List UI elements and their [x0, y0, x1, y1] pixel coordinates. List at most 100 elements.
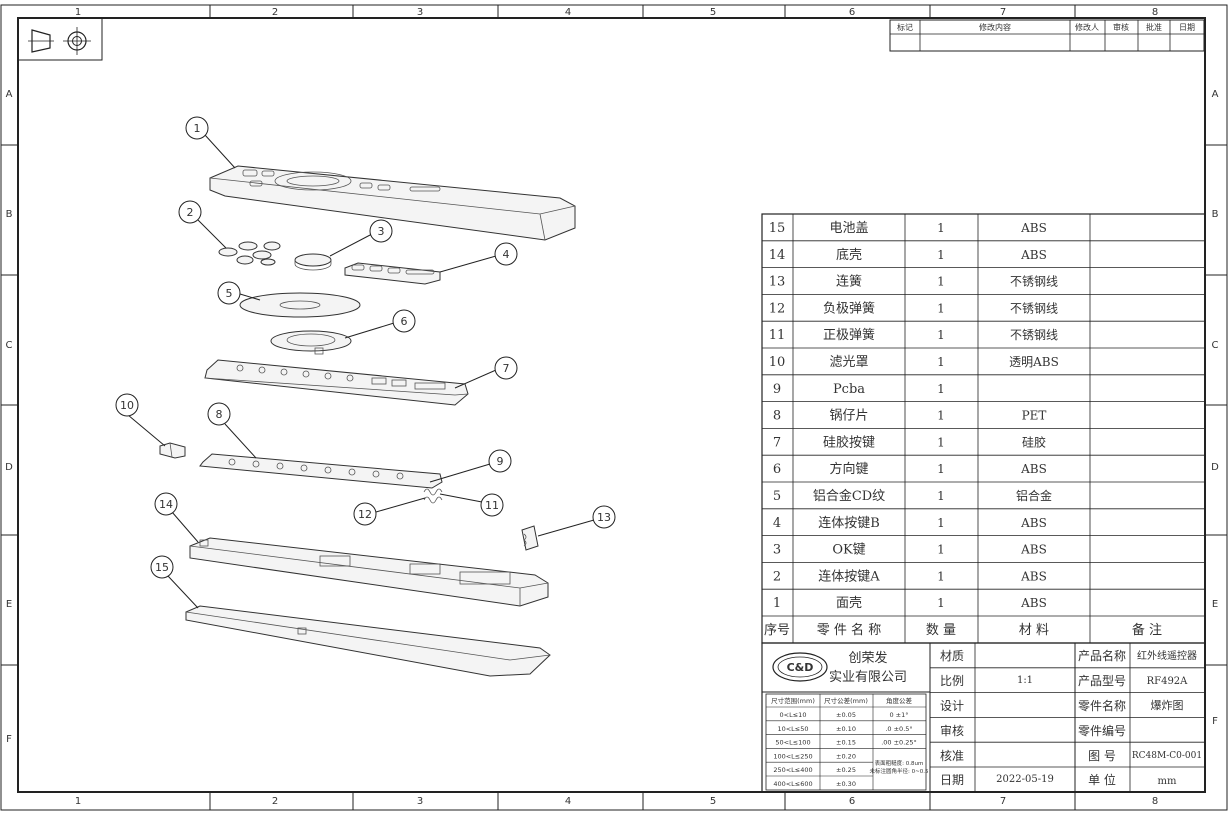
bom-cell-material: 不锈钢线	[1010, 328, 1058, 342]
row-label-right: B	[1212, 209, 1219, 220]
logo-text: C&D	[787, 661, 814, 674]
bom-cell-material: ABS	[1020, 569, 1047, 583]
callout-number: 7	[503, 362, 510, 375]
zone-ticks	[1, 5, 1227, 810]
bom-cell-no: 11	[769, 328, 786, 343]
bom-cell-qty: 1	[937, 248, 945, 262]
bom-cell-no: 8	[773, 409, 781, 424]
rev-header-date: 日期	[1179, 23, 1195, 32]
row-label-left: A	[6, 89, 13, 100]
bom-cell-name: 滤光罩	[829, 355, 868, 370]
callout-bubble	[207, 402, 231, 426]
rev-header-approve: 批准	[1146, 22, 1162, 32]
bom-cell-name: 铝合金CD纹	[813, 488, 885, 504]
callout-number: 11	[485, 499, 499, 512]
part-ok-key	[294, 253, 332, 271]
date-value: 2022-05-19	[996, 774, 1054, 785]
callout-number: 13	[597, 511, 611, 524]
col-label-top: 3	[417, 7, 423, 18]
product-model-label: 产品型号	[1078, 674, 1126, 688]
bom-cell-no: 9	[773, 382, 781, 397]
part-silicone-keypad	[204, 359, 469, 406]
bom-cell-material: 不锈钢线	[1010, 301, 1058, 315]
bom-cell-name: 硅胶按键	[823, 434, 875, 450]
callout-number: 6	[401, 315, 408, 328]
bom-cell-name: OK键	[832, 543, 865, 558]
exploded-view	[159, 165, 576, 677]
outer-frame	[0, 4, 1228, 811]
bom-cell-no: 1	[773, 596, 781, 611]
col-label-top: 4	[565, 7, 571, 18]
part-key-set-a	[218, 241, 281, 266]
bom-cell-material: ABS	[1020, 248, 1047, 262]
rev-header-mark: 标记	[897, 22, 913, 32]
col-label-bottom: 8	[1152, 796, 1158, 807]
bom-cell-qty: 1	[937, 543, 945, 557]
product-name-value: 红外线遥控器	[1137, 649, 1197, 662]
company-logo: C&D	[772, 652, 828, 682]
part-battery-springs	[423, 488, 443, 504]
bom-cell-no: 14	[769, 248, 786, 263]
bom-cell-qty: 1	[937, 569, 945, 583]
col-label-bottom: 2	[272, 796, 278, 807]
callout-bubble	[494, 356, 518, 380]
bom-cell-material: ABS	[1020, 221, 1047, 235]
part-aluminum-cd-ring	[239, 292, 361, 318]
rev-header-modifier: 修改人	[1075, 22, 1099, 32]
bom-cell-material: ABS	[1020, 516, 1047, 530]
product-model-value: RF492A	[1147, 676, 1189, 687]
bom-cell-name: 连体按键A	[818, 568, 880, 584]
bom-cell-material: ABS	[1020, 543, 1047, 557]
tol-note: 未标注圆角半径: 0~0.5	[870, 767, 929, 775]
bom-cell-no: 15	[769, 221, 786, 236]
part-filter-cap	[159, 442, 186, 459]
row-label-left: E	[6, 599, 12, 610]
callout-number: 14	[159, 498, 173, 511]
rev-header-content: 修改内容	[979, 22, 1011, 32]
callout-bubble	[217, 281, 241, 305]
unit-label: 单 位	[1088, 772, 1116, 787]
bom-cell-no: 3	[773, 543, 781, 558]
bom-cell-qty: 1	[937, 516, 945, 530]
bom-header-name: 零 件 名 称	[817, 622, 881, 638]
rev-header-review: 审核	[1113, 22, 1129, 32]
bom-cell-no: 6	[773, 462, 781, 477]
row-label-left: B	[6, 209, 13, 220]
bom-cell-no: 12	[769, 301, 786, 316]
tol-header: 尺寸公差(mm)	[824, 696, 868, 705]
bom-cell-name: 电池盖	[829, 221, 868, 236]
col-label-top: 6	[849, 7, 855, 18]
callout-number: 8	[216, 408, 223, 421]
review-label: 审核	[940, 723, 964, 738]
tol-cell: ±0.10	[836, 725, 856, 733]
row-label-right: E	[1212, 599, 1218, 610]
bom-cell-qty: 1	[937, 596, 945, 610]
tol-cell: 0 ±1°	[889, 711, 908, 719]
title-block: C&D 创荣发 实业有限公司 材质 比例 1:1 设计 审核 核准 日期 202…	[761, 642, 1206, 793]
col-label-bottom: 6	[849, 796, 855, 807]
row-label-left: C	[6, 340, 13, 351]
bom-cell-material: PET	[1022, 409, 1047, 423]
part-face-shell	[209, 165, 576, 241]
bom-cell-material: 不锈钢线	[1010, 275, 1058, 289]
callout-number: 15	[155, 561, 169, 574]
tol-note: 表面粗糙度: 0.8um	[875, 759, 924, 767]
callout-numbers: 1 2 3 4 5 6 7 8 9 10 11 12 13 14 15	[120, 122, 611, 574]
callout-bubble	[185, 116, 209, 140]
bom-cell-qty: 1	[937, 221, 945, 235]
callout-number: 2	[187, 206, 194, 219]
part-name-label: 零件名称	[1078, 698, 1126, 713]
drawing-no-label: 图 号	[1088, 749, 1116, 763]
bom-header: 序号 零 件 名 称 数 量 材 料 备 注	[764, 622, 1162, 638]
tol-cell: ±0.15	[836, 739, 856, 747]
product-name-label: 产品名称	[1078, 648, 1126, 663]
callout-number: 5	[226, 287, 233, 300]
bom-cell-name: 正极弹簧	[823, 327, 875, 343]
tol-cell: ±0.05	[836, 711, 856, 719]
callout-bubble	[353, 502, 377, 526]
tol-cell: 10<L≤50	[777, 725, 808, 733]
tol-cell: 400<L≤600	[773, 780, 812, 788]
col-label-bottom: 5	[710, 796, 716, 807]
scale-value: 1:1	[1017, 675, 1033, 686]
